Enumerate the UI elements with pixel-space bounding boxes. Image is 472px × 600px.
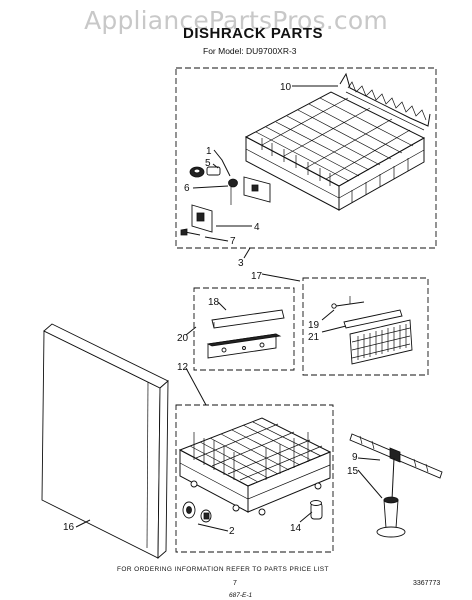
callout-5: 5 <box>205 158 211 169</box>
handwritten-code: 687-E-1 <box>229 592 253 599</box>
upper-rack-group <box>175 67 437 249</box>
leader-17 <box>261 273 301 282</box>
callout-12: 12 <box>177 362 189 373</box>
leader-16 <box>75 519 91 528</box>
leader-18 <box>217 301 227 311</box>
ordering-note: FOR ORDERING INFORMATION REFER TO PARTS … <box>117 566 329 573</box>
leader-14 <box>299 511 313 523</box>
rack-wheel-parts <box>182 501 229 532</box>
callout-17: 17 <box>251 271 263 282</box>
callout-9: 9 <box>352 452 358 463</box>
callout-7: 7 <box>230 236 236 247</box>
leader-12 <box>185 367 207 406</box>
callout-16: 16 <box>63 522 75 533</box>
rack-stop-group <box>302 277 429 376</box>
rack-stop-parts <box>331 296 413 365</box>
leader-2 <box>197 523 229 532</box>
callout-18: 18 <box>208 297 220 308</box>
leader-7 <box>204 236 229 242</box>
leader-20 <box>185 326 197 336</box>
page-number: 7 <box>233 580 237 587</box>
rack-stop-14 <box>299 500 323 523</box>
callout-1: 1 <box>206 146 212 157</box>
spray-arm-assembly <box>349 433 443 538</box>
roller-parts <box>180 166 271 236</box>
callout-3: 3 <box>238 258 244 269</box>
cup-shelf-part <box>339 72 431 131</box>
leader-3 <box>243 247 251 259</box>
rack-track-group <box>185 287 295 371</box>
leader-9 <box>357 457 381 461</box>
upper-dishrack <box>244 91 426 211</box>
leader-21 <box>321 325 347 333</box>
document-number: 3367773 <box>413 580 441 587</box>
callout-10: 10 <box>280 82 292 93</box>
leader-19 <box>321 309 335 321</box>
callout-15: 15 <box>347 466 359 477</box>
door-panel <box>41 323 169 560</box>
leader-5 <box>212 163 219 169</box>
rack-track-rail <box>206 309 285 359</box>
lower-rack-group <box>175 404 334 553</box>
page-title: DISHRACK PARTS <box>183 25 324 42</box>
callout-20: 20 <box>177 333 189 344</box>
leader-1 <box>213 149 231 177</box>
callout-6: 6 <box>184 183 190 194</box>
callout-14: 14 <box>290 523 302 534</box>
model-line: For Model: DU9700XR-3 <box>203 46 297 56</box>
callout-2: 2 <box>229 526 235 537</box>
watermark-text: AppliancePartsPros.com <box>84 6 388 35</box>
callout-4: 4 <box>254 222 260 233</box>
leader-15 <box>357 469 383 499</box>
callout-19: 19 <box>308 320 320 331</box>
leader-6 <box>192 185 229 189</box>
callout-21: 21 <box>308 332 320 343</box>
lower-dishrack <box>178 417 332 516</box>
